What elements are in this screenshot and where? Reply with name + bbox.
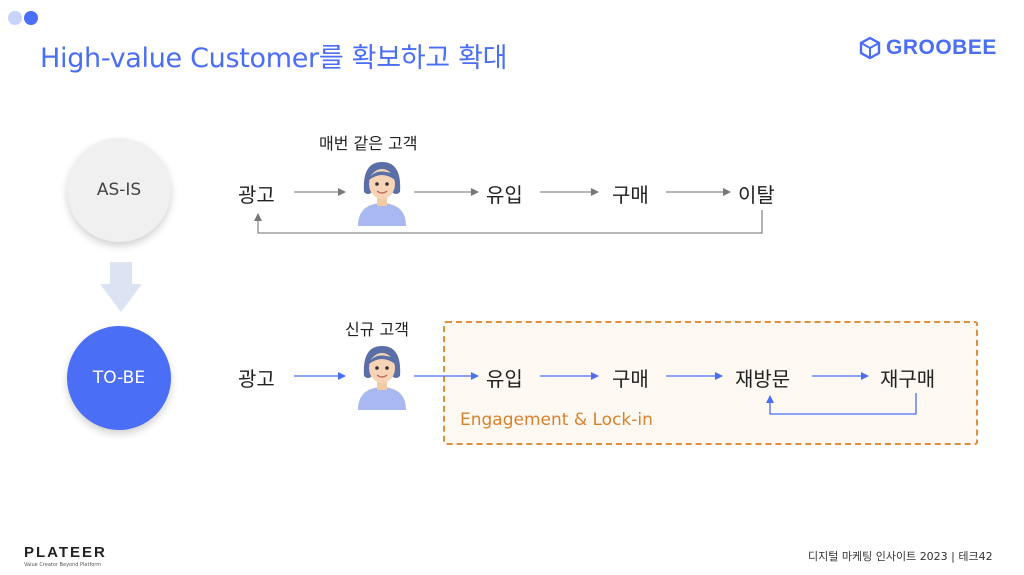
to-be-node-purchase: 구매 (612, 367, 649, 391)
to-be-node-inflow: 유입 (486, 367, 523, 391)
as-is-node-purchase: 구매 (612, 183, 649, 207)
down-arrow-icon (100, 262, 142, 312)
cube-icon (859, 36, 881, 60)
to-be-node-repurchase: 재구매 (880, 367, 936, 391)
plateer-tagline: Value Creator Beyond Platform (24, 562, 102, 568)
header-dot-light (8, 11, 22, 25)
to-be-circle: TO-BE (67, 326, 171, 430)
page-title: High-value Customer를 확보하고 확대 (40, 43, 508, 74)
plateer-logo: PLATEER Value Creator Beyond Platform (24, 544, 107, 568)
to-be-label: TO-BE (92, 368, 146, 388)
engagement-box (443, 321, 978, 445)
as-is-circle: AS-IS (67, 138, 171, 242)
as-is-node-churn: 이탈 (738, 183, 775, 207)
to-be-node-revisit: 재방문 (735, 367, 791, 391)
as-is-caption: 매번 같은 고객 (319, 134, 418, 153)
brand-logo: GROOBEE (858, 36, 997, 60)
tobe-loop-arrow (766, 393, 917, 415)
as-is-node-ad: 광고 (238, 183, 275, 207)
to-be-node-ad: 광고 (238, 367, 275, 391)
as-is-node-inflow: 유입 (486, 183, 523, 207)
as-is-label: AS-IS (96, 180, 142, 200)
brand-name: GROOBEE (886, 36, 997, 59)
footer-source: 디지털 마케팅 인사이트 2023 | 테크42 (808, 550, 993, 563)
to-be-caption: 신규 고객 (345, 320, 409, 339)
customer-avatar-icon (358, 162, 406, 226)
engagement-label: Engagement & Lock-in (460, 410, 653, 430)
header-dot-dark (24, 11, 38, 25)
plateer-wordmark: PLATEER (24, 544, 107, 561)
asis-loop-arrow (254, 210, 763, 234)
new-customer-avatar-icon (358, 346, 406, 410)
